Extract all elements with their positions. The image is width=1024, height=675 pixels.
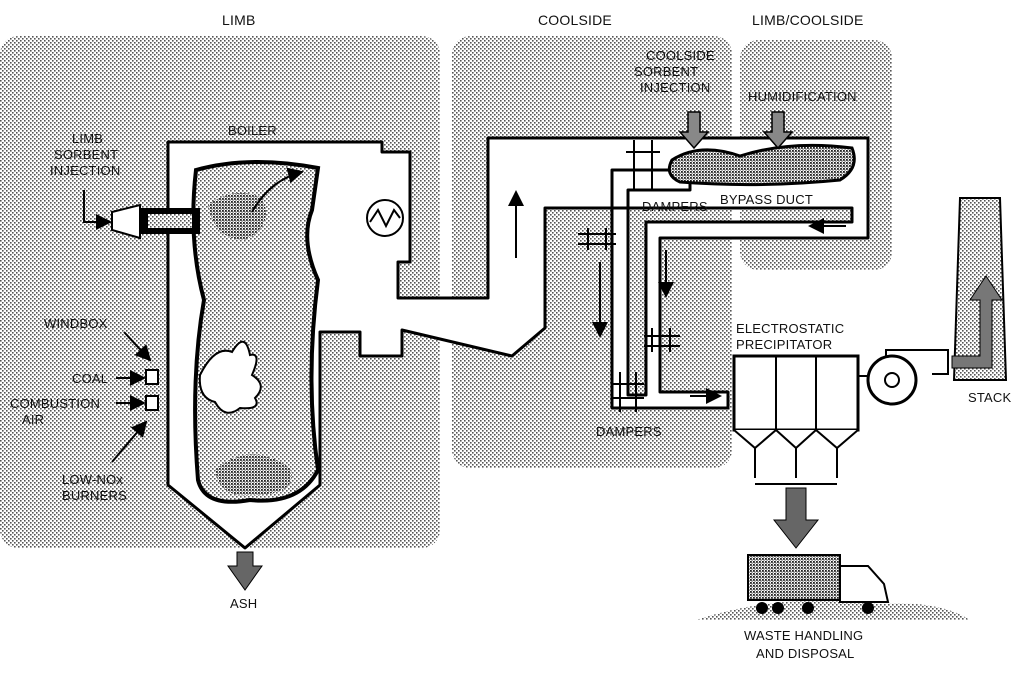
- stack-flow-arrow: [951, 275, 1003, 369]
- coolside-injector-icon: [678, 111, 710, 150]
- limb-sorbent-label-2: SORBENT: [54, 147, 118, 162]
- boiler-furnace: [191, 160, 321, 504]
- waste-arrow: [772, 487, 820, 549]
- waste-label-1: WASTE HANDLING: [744, 628, 863, 643]
- esp-hoppers: [733, 428, 859, 450]
- sorbent-cloud: [208, 192, 266, 240]
- limb-feed-arrow: [83, 190, 112, 230]
- region-coolside-label: COOLSIDE: [538, 12, 612, 28]
- humidifier-chamber: [667, 143, 856, 187]
- burner-flame-icon: [198, 340, 262, 414]
- esp-drop-lines: [754, 448, 838, 485]
- truck-cab: [839, 565, 890, 603]
- ash-label: ASH: [230, 596, 257, 611]
- combustion-air-label-1: COMBUSTION: [10, 396, 100, 411]
- burners-arrow: [111, 420, 148, 463]
- low-nox-label-2: BURNERS: [62, 488, 127, 503]
- fan-hub: [884, 372, 900, 388]
- stack-label: STACK: [968, 390, 1012, 405]
- ash-arrow: [227, 551, 263, 591]
- boiler-shell: [166, 136, 870, 550]
- lance-interior: [148, 214, 192, 228]
- electrostatic-precipitator: [732, 354, 860, 432]
- limb-sorbent-label-1: LIMB: [72, 131, 103, 146]
- esp-label-2: PRECIPITATOR: [736, 337, 832, 352]
- truck-bed: [747, 554, 841, 601]
- region-limb-label: LIMB: [222, 12, 255, 28]
- truck-wheels: [756, 602, 874, 614]
- damper-icon: [578, 140, 680, 412]
- dampers-bottom-label: DAMPERS: [596, 424, 662, 439]
- windbox-arrow: [123, 331, 152, 362]
- windbox-label: WINDBOX: [44, 316, 108, 331]
- humidification-label: HUMIDIFICATION: [748, 89, 857, 104]
- region-limb-coolside-label: LIMB/COOLSIDE: [752, 12, 864, 28]
- humidification-injector-icon: [762, 111, 794, 150]
- coolside-sorbent-label-2: SORBENT: [634, 64, 698, 79]
- furnace-ash-area: [215, 454, 292, 496]
- esp-divider-lines: [775, 356, 817, 430]
- bypass-duct-label: BYPASS DUCT: [720, 192, 813, 207]
- combustion-air-label-2: AIR: [22, 412, 44, 427]
- coal-port: [145, 369, 159, 385]
- sorbent-flow-arrow: [251, 167, 304, 213]
- coolside-sorbent-label-3: INJECTION: [640, 80, 710, 95]
- limb-sorbent-label-3: INJECTION: [50, 163, 120, 178]
- esp-label-1: ELECTROSTATIC: [736, 321, 844, 336]
- low-nox-label-1: LOW-NOx: [62, 472, 123, 487]
- heat-exchanger-zigzag: [369, 208, 401, 229]
- dampers-top-label: DAMPERS: [642, 199, 708, 214]
- waste-label-2: AND DISPOSAL: [756, 646, 855, 661]
- boiler-label: BOILER: [228, 123, 277, 138]
- ground-line: [696, 600, 970, 620]
- coolside-sorbent-label-1: COOLSIDE: [646, 48, 715, 63]
- coal-label: COAL: [72, 371, 108, 386]
- limb-injector-nozzle: [111, 203, 141, 240]
- air-port: [145, 395, 159, 411]
